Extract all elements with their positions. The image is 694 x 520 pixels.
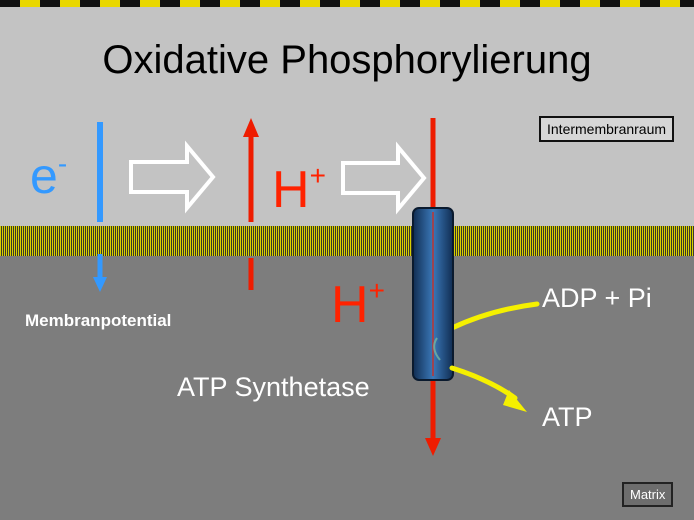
flow-arrow-2-icon [341, 141, 427, 215]
top-border-stripe [0, 0, 694, 7]
page-title: Oxidative Phosphorylierung [102, 38, 592, 82]
matrix-space [0, 256, 694, 520]
intermembrane-label: Intermembranraum [539, 116, 675, 142]
proton-symbol-lower: H+ [331, 275, 385, 334]
electron-letter: e [30, 148, 58, 204]
membrane-potential-label: Membranpotential [25, 311, 172, 330]
inner-membrane [0, 226, 694, 256]
matrix-label: Matrix [622, 482, 674, 507]
proton-symbol-upper: H+ [272, 160, 326, 219]
electron-flow-arrow [93, 122, 107, 292]
atp-synthase-icon [412, 207, 454, 381]
proton-upper-letter: H [272, 161, 310, 219]
atp-synthetase-label: ATP Synthetase [177, 372, 370, 402]
adp-pi-label: ADP + Pi [542, 283, 652, 313]
proton-upper-charge: + [309, 160, 326, 191]
flow-arrow-1-icon [129, 140, 216, 214]
adp-input-arrow [449, 301, 540, 331]
proton-lower-letter: H [331, 276, 369, 334]
proton-lower-charge: + [368, 275, 385, 306]
atp-output-arrow [449, 365, 527, 412]
atp-label: ATP [542, 402, 593, 432]
electron-charge: - [57, 148, 68, 179]
electron-symbol: e- [30, 148, 68, 204]
proton-pump-arrow [243, 118, 259, 290]
